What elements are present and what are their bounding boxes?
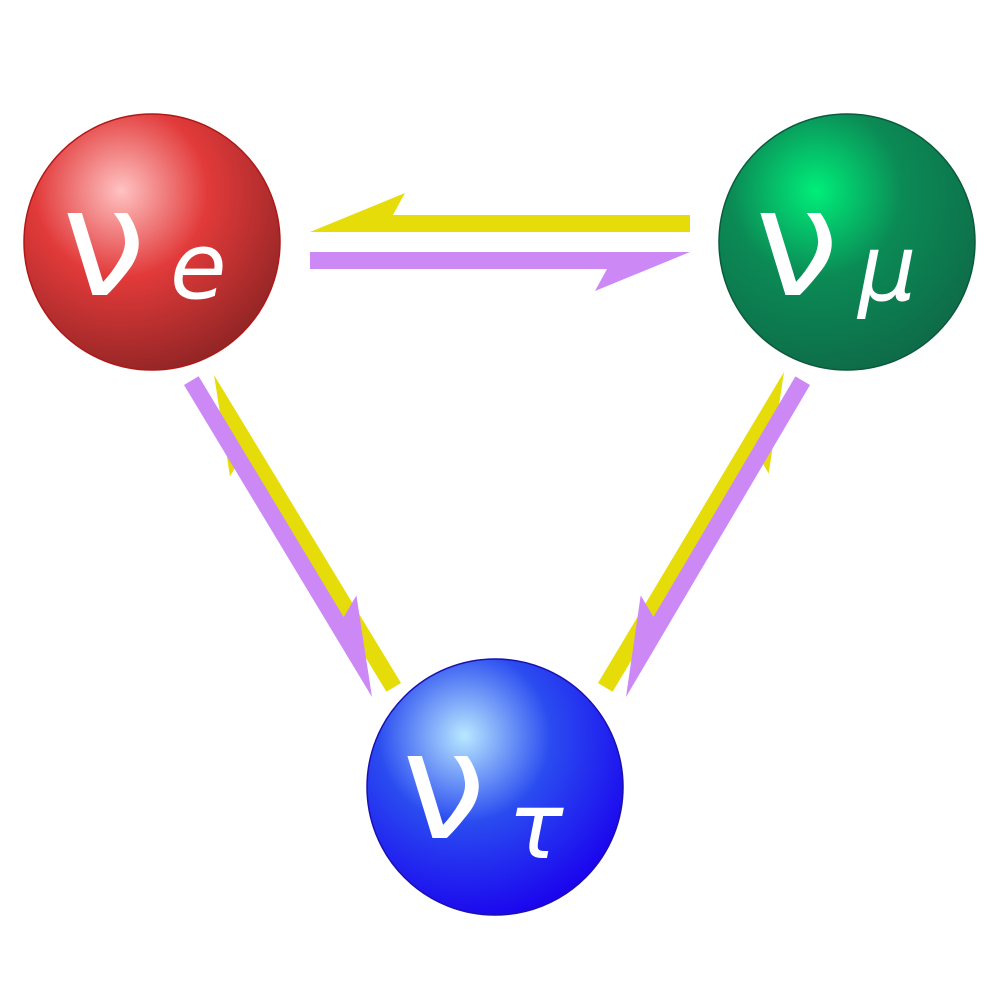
node-tau-neutrino: ν τ bbox=[366, 658, 624, 916]
arrow-muon-to-electron bbox=[310, 193, 690, 232]
muon-neutrino-subscript: μ bbox=[856, 215, 917, 322]
arrow-tau-to-muon bbox=[598, 372, 784, 692]
electron-neutrino-subscript: e bbox=[170, 213, 227, 320]
electron-neutrino-symbol: ν bbox=[62, 157, 146, 331]
arrow-tau-to-electron bbox=[214, 375, 401, 692]
arrow-electron-to-tau bbox=[184, 376, 372, 697]
electron-neutrino-ball bbox=[23, 113, 281, 371]
oscillation-arrows bbox=[184, 193, 810, 697]
node-muon-neutrino: ν μ bbox=[718, 113, 976, 371]
arrow-muon-to-tau bbox=[626, 376, 810, 697]
muon-neutrino-ball bbox=[718, 113, 976, 371]
muon-neutrino-symbol: ν bbox=[755, 157, 839, 331]
node-electron-neutrino: ν e bbox=[23, 113, 281, 371]
arrow-electron-to-muon bbox=[310, 252, 690, 291]
tau-neutrino-ball bbox=[366, 658, 624, 916]
tau-neutrino-subscript: τ bbox=[508, 773, 564, 880]
tau-neutrino-symbol: ν bbox=[402, 700, 486, 874]
